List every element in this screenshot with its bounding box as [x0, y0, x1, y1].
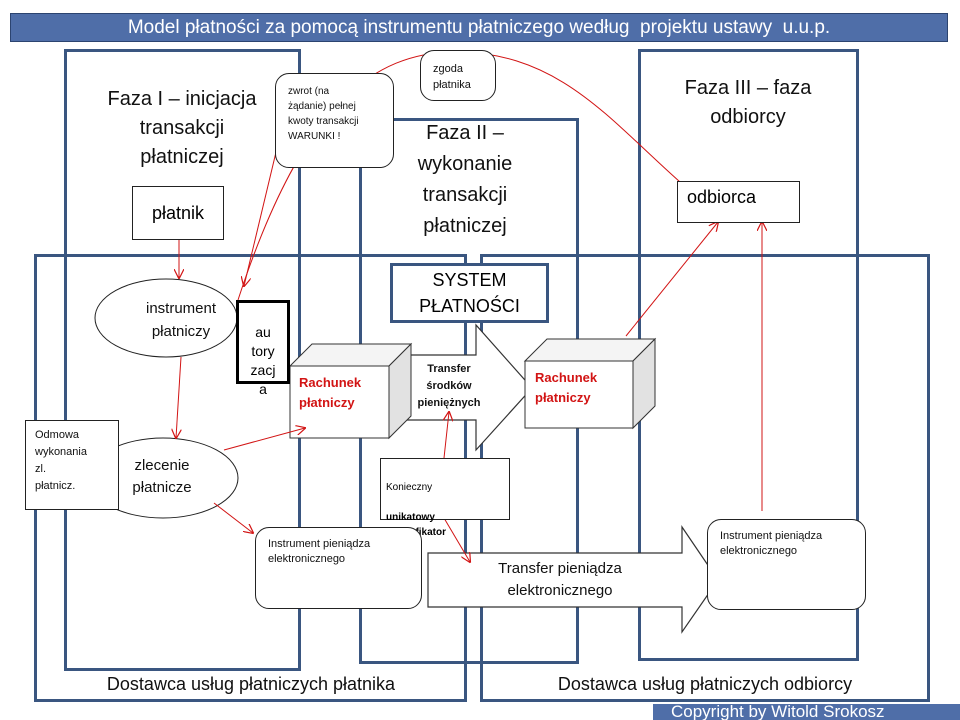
emoney-transfer-arrow [427, 525, 719, 634]
refusal-note: Odmowa wykonania zl. płatnicz. [25, 420, 119, 510]
unique-identifier-note: Konieczny unikatowy identyfikator [380, 458, 510, 538]
consent-note: zgoda płatnika [420, 50, 496, 101]
refund-note: zwrot (na żądanie) pełnej kwoty transakc… [275, 73, 394, 168]
arrow-order-to-emoney [213, 502, 253, 533]
unique-identifier-line1: Konieczny [386, 482, 433, 493]
emoney-transfer-label: Transfer pieniądza elektronicznego [498, 560, 622, 599]
arrow-account-to-payee [625, 222, 718, 337]
payee-label: odbiorca [687, 187, 757, 207]
emoney-instrument-left: Instrument pieniądza elektronicznego [255, 527, 422, 609]
payer-box: płatnik [132, 186, 224, 240]
account-left-label: Rachunek płatniczy [299, 375, 362, 410]
transfer-funds-label: Transfer środków pieniężnych [417, 363, 481, 409]
arrow-identifier-to-emoney [443, 517, 470, 562]
arrow-identifier-to-transfer [444, 412, 449, 459]
payee-box: odbiorca [677, 181, 800, 223]
order-label: zlecenie płatnicze [132, 457, 192, 496]
phase-3-title: Faza III – faza odbiorcy [684, 77, 812, 128]
authorization-label: au tory zacj a [250, 324, 276, 397]
account-right-label: Rachunek płatniczy [535, 370, 598, 405]
arrow-order-to-account [223, 428, 305, 451]
authorization-box: au tory zacj a [236, 300, 290, 397]
phase-2-title: Faza II – wykonanie transakcji płatnicze… [417, 122, 513, 237]
copyright-banner: Copyright by Witold Srokosz [653, 704, 960, 720]
payee-provider-label: Dostawca usług płatniczych odbiorcy [557, 674, 853, 694]
payer-label: płatnik [151, 202, 205, 223]
payer-provider-label: Dostawca usług płatniczych płatnika [106, 674, 396, 694]
emoney-instrument-right: Instrument pieniądza elektronicznego [707, 519, 866, 610]
title-bar: Model płatności za pomocą instrumentu pł… [10, 13, 948, 42]
instrument-label: instrument płatniczy [145, 300, 217, 340]
account-cube-right [523, 337, 657, 430]
copyright-text: Copyright by Witold Srokosz [671, 704, 885, 720]
payment-system-box: SYSTEM PŁATNOŚCI [390, 263, 549, 323]
transfer-funds-arrow [404, 323, 533, 452]
payment-system-label: SYSTEM PŁATNOŚCI [419, 270, 520, 316]
arrow-return-to-authorization [244, 147, 278, 286]
arrow-instrument-to-order [176, 356, 181, 438]
phase-1-title: Faza I – inicjacja transakcji płatniczej [107, 88, 257, 168]
diagram-title: Model płatności za pomocą instrumentu pł… [127, 16, 831, 38]
